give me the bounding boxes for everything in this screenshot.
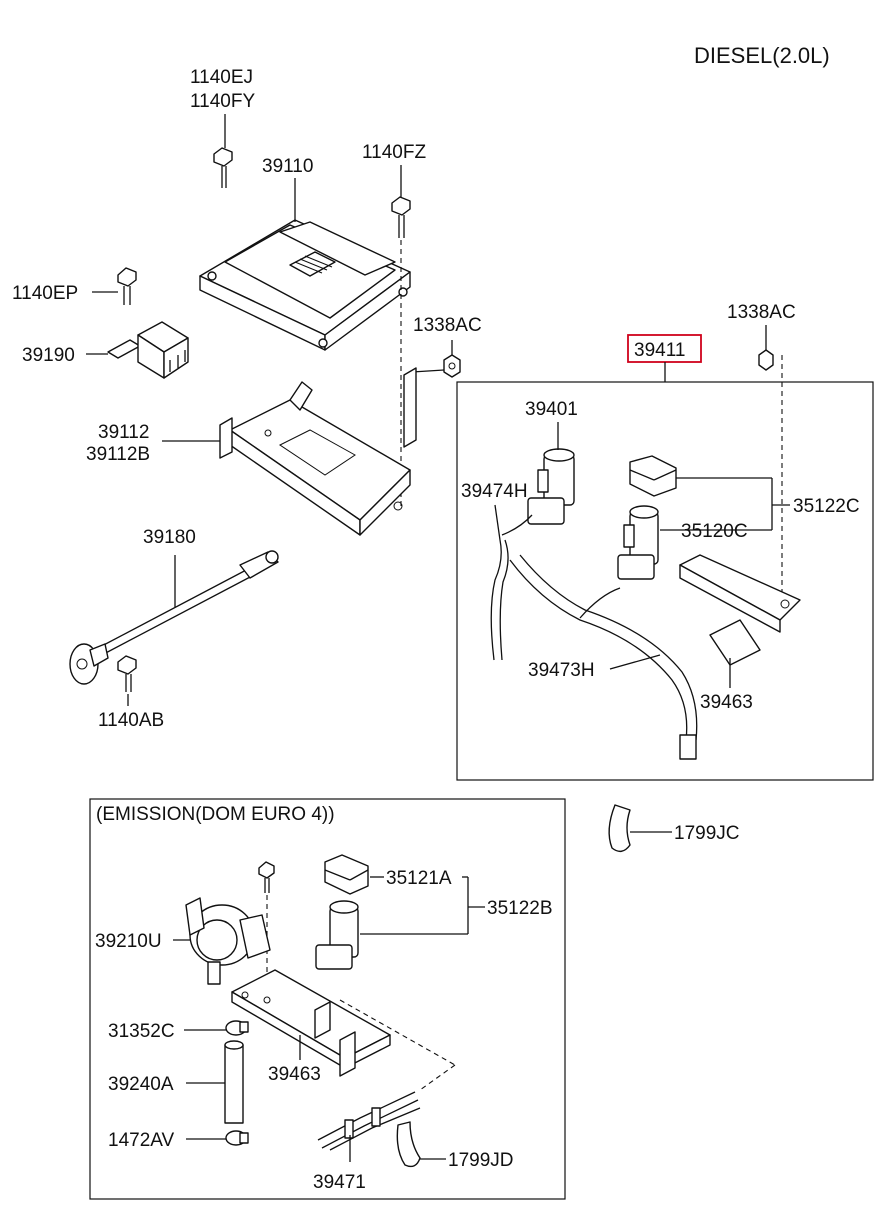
box-39411 [456,381,874,781]
hose-39471-icon [317,1091,421,1151]
label-39471: 39471 [313,1172,366,1193]
label-1140ab: 1140AB [98,710,164,731]
label-1338ac-a: 1338AC [413,315,482,336]
bolt-1140ej-icon [213,147,233,188]
label-39110: 39110 [262,156,313,177]
bracket-39463-right-icon [679,554,801,666]
bolt-1140fz-icon [391,196,411,238]
label-35120c: 35120C [681,521,748,542]
leader-39473h [609,654,661,670]
label-1140ep: 1140EP [12,283,78,304]
clamp-1472av-icon [225,1130,249,1146]
ecu-module-icon [199,219,411,351]
bracket-39463-emission-icon [231,969,391,1077]
hose-39474h [490,504,502,661]
vacuum-actuator-39210u-icon [185,897,271,985]
label-1338ac-b: 1338AC [727,302,796,323]
label-39401: 39401 [525,399,578,420]
sensor-cable-icon [69,550,279,685]
label-39112b: 39112B [86,444,150,465]
connector-35121a-icon [324,854,369,895]
clamp-31352c-icon [225,1020,249,1036]
label-1472av: 1472AV [108,1130,175,1151]
clip-1799jc-icon [608,804,631,853]
label-39190: 39190 [22,345,75,366]
label-39463-b: 39463 [268,1064,321,1085]
ecu-bracket-icon [219,367,417,536]
bolt-1140ep-icon [117,267,137,305]
solenoid-valve-emission-icon [315,900,359,970]
label-39180: 39180 [143,527,196,548]
solenoid-valve-35120c-icon [617,505,659,580]
clip-1799jd-icon [396,1121,421,1168]
connector-35122c-icon [629,455,677,497]
label-39210u: 39210U [95,931,162,952]
relay-icon [107,321,189,379]
label-39463-a: 39463 [700,692,753,713]
label-39240a: 39240A [108,1074,174,1095]
solenoid-valve-39401-icon [527,448,575,525]
label-1799jd: 1799JD [448,1150,514,1171]
nut-1338ac-icon [443,354,461,378]
label-39473h: 39473H [528,660,595,681]
bolt-emission-icon [258,861,275,893]
label-35122b: 35122B [487,898,553,919]
label-35122c: 35122C [793,496,860,517]
label-1799jc: 1799JC [674,823,740,844]
label-1140fy: 1140FY [190,91,255,112]
nut-1338ac-right-icon [758,349,774,371]
highlight-39411 [627,334,702,363]
emission-box [89,798,566,1200]
engine-label: DIESEL(2.0L) [694,43,830,68]
hose-39240a-icon [224,1040,244,1124]
hose-39473h [509,559,688,741]
label-39112: 39112 [98,422,149,443]
label-35121a: 35121A [386,868,452,889]
bracket-link [411,369,445,373]
emission-box-title: (EMISSION(DOM EURO 4)) [96,804,335,825]
label-39474h: 39474H [461,481,528,502]
bolt-1140ab-icon [117,655,137,692]
label-31352c: 31352C [108,1021,175,1042]
label-39411: 39411 [634,340,685,361]
label-1140ej: 1140EJ [190,67,253,88]
label-1140fz: 1140FZ [362,142,426,163]
